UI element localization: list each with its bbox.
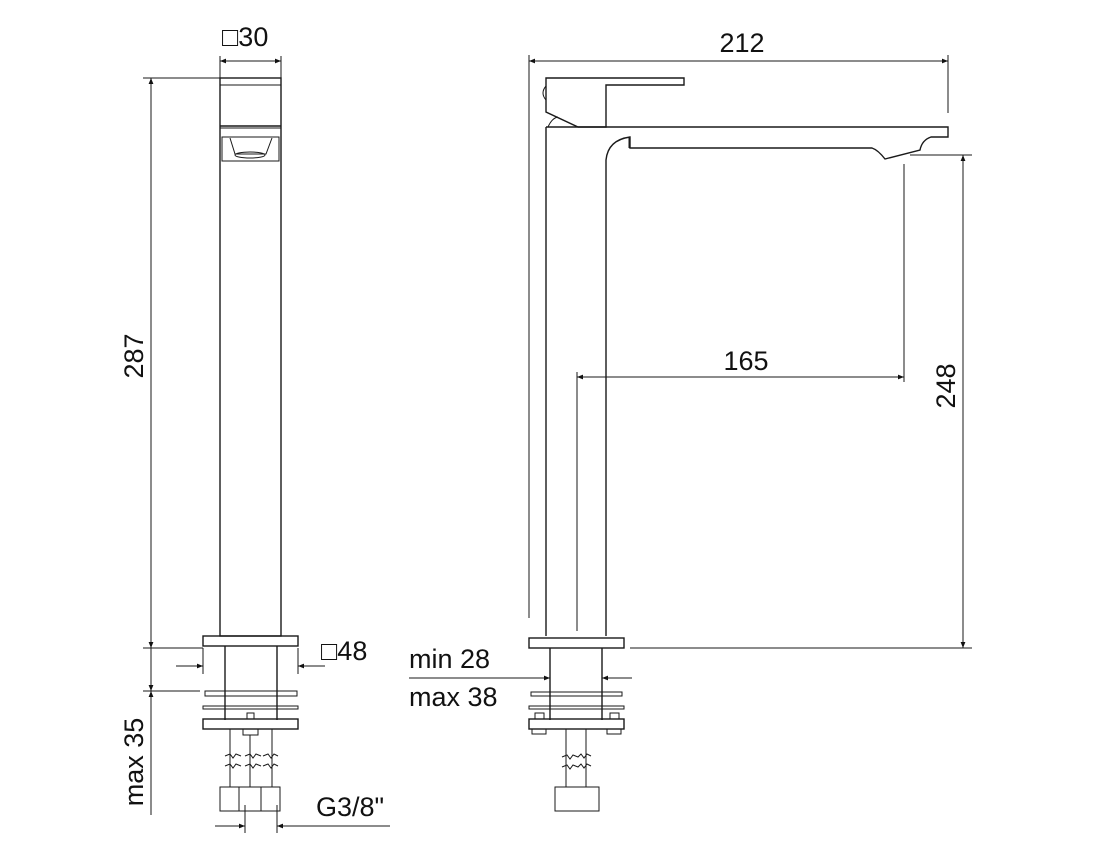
dim-label-height-248: 248: [931, 363, 961, 408]
dim-label-width-30: □30: [222, 22, 268, 52]
spout: [546, 126, 949, 636]
dim-label-thread-g38: G3/8": [316, 792, 384, 822]
front-base-plate: [202, 635, 299, 647]
side-view: 212 165 248 min 28 max 38: [409, 28, 972, 812]
side-connector-nut: [554, 786, 600, 812]
side-base-plate: [528, 637, 625, 649]
dim-label-max-38: max 38: [409, 682, 498, 712]
dim-label-reach-165: 165: [723, 346, 768, 376]
aerator-icon: [234, 151, 266, 159]
dim-label-min-28: min 28: [409, 644, 490, 674]
dim-label-max-35: max 35: [119, 718, 149, 807]
dim-label-length-212: 212: [719, 28, 764, 58]
handle-lever: [545, 77, 685, 128]
dim-label-base-48: □48: [321, 636, 367, 666]
front-connector-nut: [219, 786, 281, 812]
front-body: [219, 77, 282, 637]
dim-label-height-287: 287: [119, 333, 149, 378]
front-view: □30 287 □48 max 35 G3/8": [119, 22, 390, 833]
